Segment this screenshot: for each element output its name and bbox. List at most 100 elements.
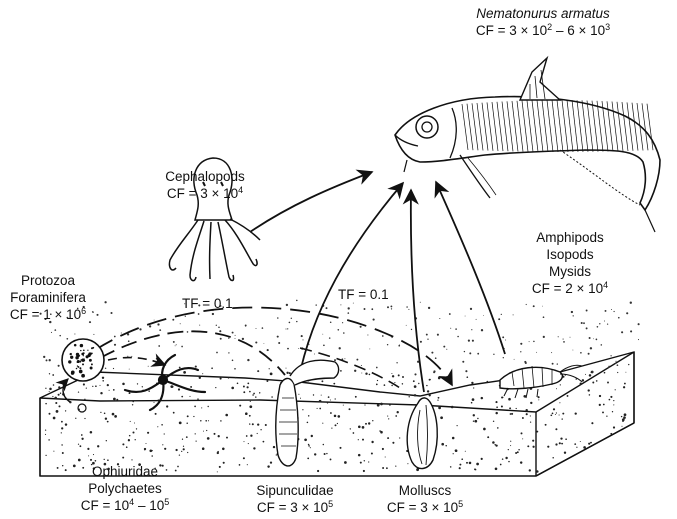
grenadier-fish-illustration bbox=[395, 58, 660, 232]
sediment-speck bbox=[530, 415, 531, 416]
sediment-speck bbox=[245, 412, 248, 415]
protozoa-speck bbox=[84, 360, 86, 362]
sediment-speck bbox=[217, 471, 218, 472]
sediment-speck bbox=[610, 433, 612, 435]
sediment-speck bbox=[78, 459, 81, 462]
sediment-speck bbox=[607, 382, 609, 384]
sediment-speck bbox=[271, 396, 273, 398]
sediment-speck bbox=[474, 420, 477, 423]
sediment-speck bbox=[250, 401, 251, 402]
sediment-speck bbox=[580, 352, 582, 354]
sediment-speck bbox=[49, 391, 50, 392]
sediment-speck bbox=[371, 441, 373, 443]
sediment-speck bbox=[308, 445, 310, 447]
sediment-speck bbox=[350, 428, 351, 429]
sediment-speck bbox=[257, 370, 259, 372]
sediment-speck bbox=[369, 348, 370, 349]
sediment-speck bbox=[321, 380, 323, 382]
sediment-speck bbox=[433, 370, 435, 372]
sediment-speck bbox=[187, 415, 189, 417]
sediment-speck bbox=[247, 383, 249, 385]
sediment-speck bbox=[561, 443, 563, 445]
sediment-speck bbox=[298, 348, 299, 349]
sediment-speck bbox=[202, 373, 203, 374]
sediment-speck bbox=[289, 372, 291, 374]
sediment-speck bbox=[291, 318, 292, 319]
sediment-speck bbox=[313, 394, 314, 395]
sediment-speck bbox=[195, 366, 197, 368]
sediment-speck bbox=[234, 368, 236, 370]
sediment-speck bbox=[582, 379, 584, 381]
sediment-speck bbox=[427, 339, 428, 340]
sediment-speck bbox=[58, 405, 60, 407]
sediment-speck bbox=[149, 325, 151, 327]
protozoa-speck bbox=[91, 347, 93, 349]
sediment-speck bbox=[495, 468, 498, 471]
sediment-speck bbox=[53, 451, 54, 452]
sediment-speck bbox=[334, 359, 336, 361]
sediment-speck bbox=[567, 395, 569, 397]
sediment-speck bbox=[414, 394, 416, 396]
sediment-speck bbox=[552, 457, 554, 459]
sediment-speck bbox=[623, 386, 625, 388]
sediment-speck bbox=[173, 412, 175, 414]
sediment-speck bbox=[387, 416, 388, 417]
sediment-speck bbox=[53, 417, 56, 420]
sediment-speck bbox=[367, 334, 368, 335]
sediment-speck bbox=[247, 386, 249, 388]
protozoa-speck bbox=[79, 367, 81, 369]
sediment-speck bbox=[543, 336, 545, 338]
sediment-speck bbox=[552, 413, 554, 415]
molluscs-label: Molluscs CF = 3 × 105 bbox=[370, 482, 480, 516]
sediment-speck bbox=[249, 423, 250, 424]
sediment-speck bbox=[198, 313, 200, 315]
sediment-speck bbox=[575, 412, 577, 414]
sediment-speck bbox=[263, 343, 264, 344]
sediment-speck bbox=[53, 384, 55, 386]
sediment-speck bbox=[75, 418, 76, 419]
sediment-speck bbox=[559, 414, 560, 415]
sediment-speck bbox=[109, 390, 110, 391]
sediment-speck bbox=[226, 437, 228, 439]
sediment-speck bbox=[476, 319, 477, 320]
sediment-speck bbox=[43, 356, 45, 358]
sediment-speck bbox=[472, 340, 474, 342]
sediment-speck bbox=[371, 452, 373, 454]
arrow-cephalopods-to-fish bbox=[250, 172, 372, 232]
sediment-speck bbox=[360, 326, 362, 328]
sediment-speck bbox=[364, 404, 365, 405]
sediment-speck bbox=[411, 329, 412, 330]
sediment-speck bbox=[48, 439, 50, 441]
sediment-speck bbox=[372, 420, 373, 421]
sediment-speck bbox=[106, 440, 107, 441]
sediment-speck bbox=[225, 414, 228, 417]
sediment-speck bbox=[420, 341, 422, 343]
sediment-speck bbox=[112, 413, 115, 416]
sediment-speck bbox=[317, 470, 319, 472]
sediment-speck bbox=[65, 410, 66, 411]
sediment-speck bbox=[129, 369, 130, 370]
sediment-speck bbox=[298, 394, 299, 395]
sediment-speck bbox=[314, 354, 315, 355]
sediment-speck bbox=[228, 352, 229, 353]
sediment-speck bbox=[267, 465, 269, 467]
sediment-speck bbox=[202, 447, 205, 450]
sediment-speck bbox=[45, 455, 46, 456]
sediment-speck bbox=[104, 301, 106, 303]
sediment-speck bbox=[249, 405, 252, 408]
protozoa-label: Protozoa Foraminifera CF = 1 × 106 bbox=[0, 272, 96, 323]
sediment-speck bbox=[609, 399, 611, 401]
sediment-speck bbox=[340, 304, 341, 305]
sediment-speck bbox=[413, 380, 415, 382]
sediment-speck bbox=[194, 406, 196, 408]
sediment-speck bbox=[420, 302, 421, 303]
sediment-speck bbox=[621, 426, 622, 427]
sediment-speck bbox=[426, 385, 427, 386]
sediment-speck bbox=[407, 463, 408, 464]
sediment-speck bbox=[92, 386, 93, 387]
sediment-speck bbox=[310, 447, 311, 448]
protozoa-speck bbox=[87, 350, 88, 351]
sediment-speck bbox=[159, 329, 161, 331]
sediment-speck bbox=[365, 372, 367, 374]
sediment-speck bbox=[319, 408, 321, 410]
